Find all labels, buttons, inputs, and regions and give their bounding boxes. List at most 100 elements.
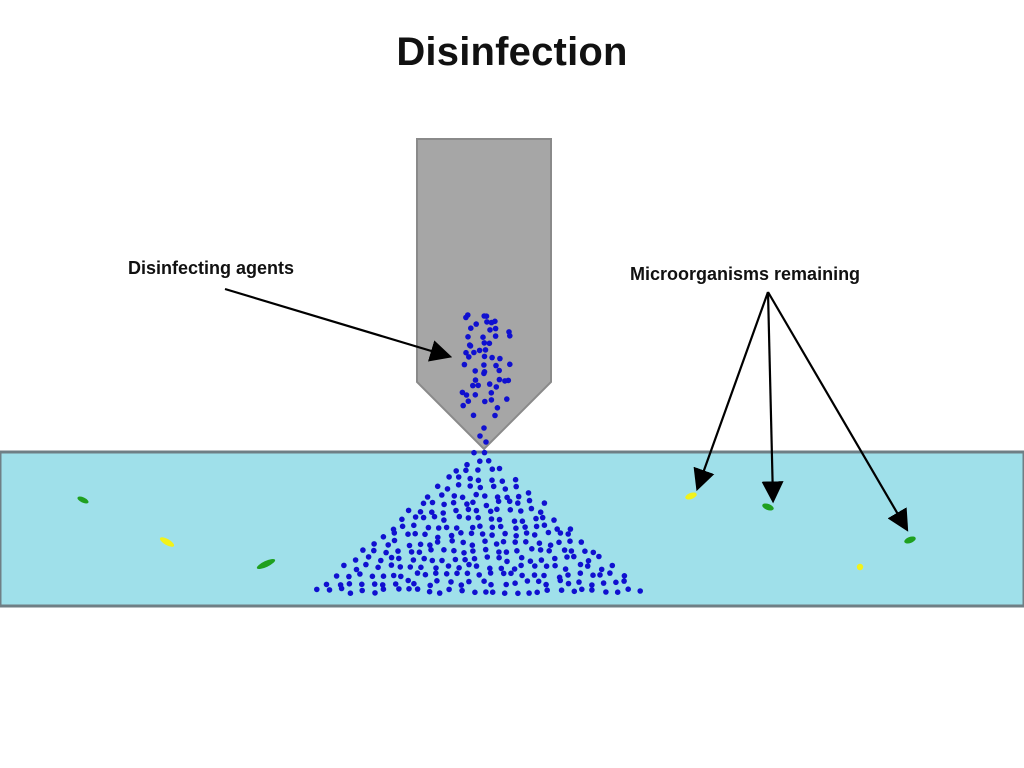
microorganism <box>159 537 175 547</box>
agent-particle <box>469 524 476 531</box>
agent-particle <box>482 493 488 499</box>
agent-particle <box>487 570 494 576</box>
agent-particle <box>411 522 417 529</box>
microorganism <box>77 496 89 504</box>
agent-particle <box>524 578 531 584</box>
agent-particle <box>535 578 542 585</box>
microorganism <box>856 563 864 571</box>
agent-particle <box>468 325 474 332</box>
agent-particle <box>473 507 480 514</box>
agent-particle <box>405 577 412 584</box>
agent-particle <box>421 555 428 562</box>
nozzle-shape <box>416 138 552 451</box>
agent-particle <box>578 539 585 545</box>
agent-particle <box>417 541 424 548</box>
agent-particle <box>577 561 584 568</box>
agent-particle <box>625 586 631 592</box>
agent-particle <box>353 566 360 573</box>
agent-particle <box>490 483 497 490</box>
agent-particle <box>499 478 506 485</box>
agent-particle <box>464 501 470 507</box>
agent-particle <box>399 523 406 530</box>
agent-particle <box>360 547 366 553</box>
agent-particle <box>463 349 469 356</box>
agent-particle <box>567 538 573 544</box>
agent-particle <box>323 581 330 588</box>
agent-particle <box>481 340 488 346</box>
agent-particle <box>571 588 578 595</box>
agent-particle <box>512 539 518 545</box>
agent-particle <box>416 549 423 555</box>
agent-particle <box>468 530 475 537</box>
agent-particle <box>414 586 421 592</box>
agent-particle <box>472 368 479 374</box>
agent-particle <box>503 549 510 555</box>
agent-particle <box>538 557 545 563</box>
agent-particle <box>439 492 445 498</box>
agent-particle <box>505 377 512 384</box>
agent-particle <box>600 580 607 586</box>
agent-particle <box>482 538 488 544</box>
agent-particle <box>346 581 353 587</box>
agent-particle <box>551 517 557 523</box>
microorganism <box>256 558 276 570</box>
agent-particle <box>441 517 447 523</box>
agent-particle <box>558 587 565 593</box>
agent-particle <box>426 588 433 595</box>
agent-particle <box>525 490 532 496</box>
agent-particle <box>512 580 518 586</box>
agent-particle <box>459 389 466 396</box>
agent-particle <box>359 581 365 588</box>
agent-particle <box>463 467 469 474</box>
agent-particle <box>477 523 483 529</box>
agent-particle <box>487 327 493 333</box>
agent-particle <box>473 491 480 498</box>
agent-particle <box>371 547 377 554</box>
agent-particle <box>417 509 424 515</box>
water-channel <box>0 450 1024 608</box>
agent-particle <box>562 566 569 572</box>
agent-particle <box>494 405 501 411</box>
agent-particle <box>609 562 616 569</box>
agent-particle <box>449 538 456 544</box>
agent-particles-in-water <box>314 449 643 597</box>
agent-particle <box>352 557 359 563</box>
agent-particle <box>621 578 627 584</box>
agent-particle <box>424 494 431 500</box>
agent-particle <box>576 579 582 585</box>
agent-particle <box>443 571 450 577</box>
agent-particle <box>420 500 427 507</box>
agent-particle <box>465 515 472 521</box>
agent-particle <box>531 572 538 578</box>
agent-particle <box>359 587 366 594</box>
microorganism <box>685 492 697 500</box>
agent-particle <box>552 562 558 569</box>
agent-particle <box>429 509 435 515</box>
agent-particle <box>473 321 480 327</box>
agent-particle <box>518 554 525 561</box>
agent-particle <box>314 586 320 593</box>
agent-particle <box>541 500 548 506</box>
agent-particle <box>434 483 441 490</box>
microorganisms <box>77 492 916 571</box>
agent-particle <box>513 483 519 490</box>
agent-particle <box>412 530 419 537</box>
agent-particle <box>346 573 352 580</box>
agent-particle <box>487 508 494 515</box>
agent-particle <box>582 548 588 554</box>
agent-particle <box>481 449 488 456</box>
agent-particle <box>489 477 495 484</box>
agent-particle <box>469 542 476 548</box>
agent-particle <box>429 499 436 506</box>
agent-particle <box>489 466 496 473</box>
agent-particle <box>378 557 384 564</box>
agent-particle <box>565 580 572 587</box>
agent-particle <box>531 532 538 538</box>
agent-particle <box>528 505 535 512</box>
agent-particle <box>341 562 347 569</box>
agent-particle <box>439 557 445 564</box>
agent-particle <box>338 585 345 592</box>
agent-particle <box>418 564 424 571</box>
agent-particle <box>485 458 492 464</box>
agent-particle <box>471 449 477 456</box>
